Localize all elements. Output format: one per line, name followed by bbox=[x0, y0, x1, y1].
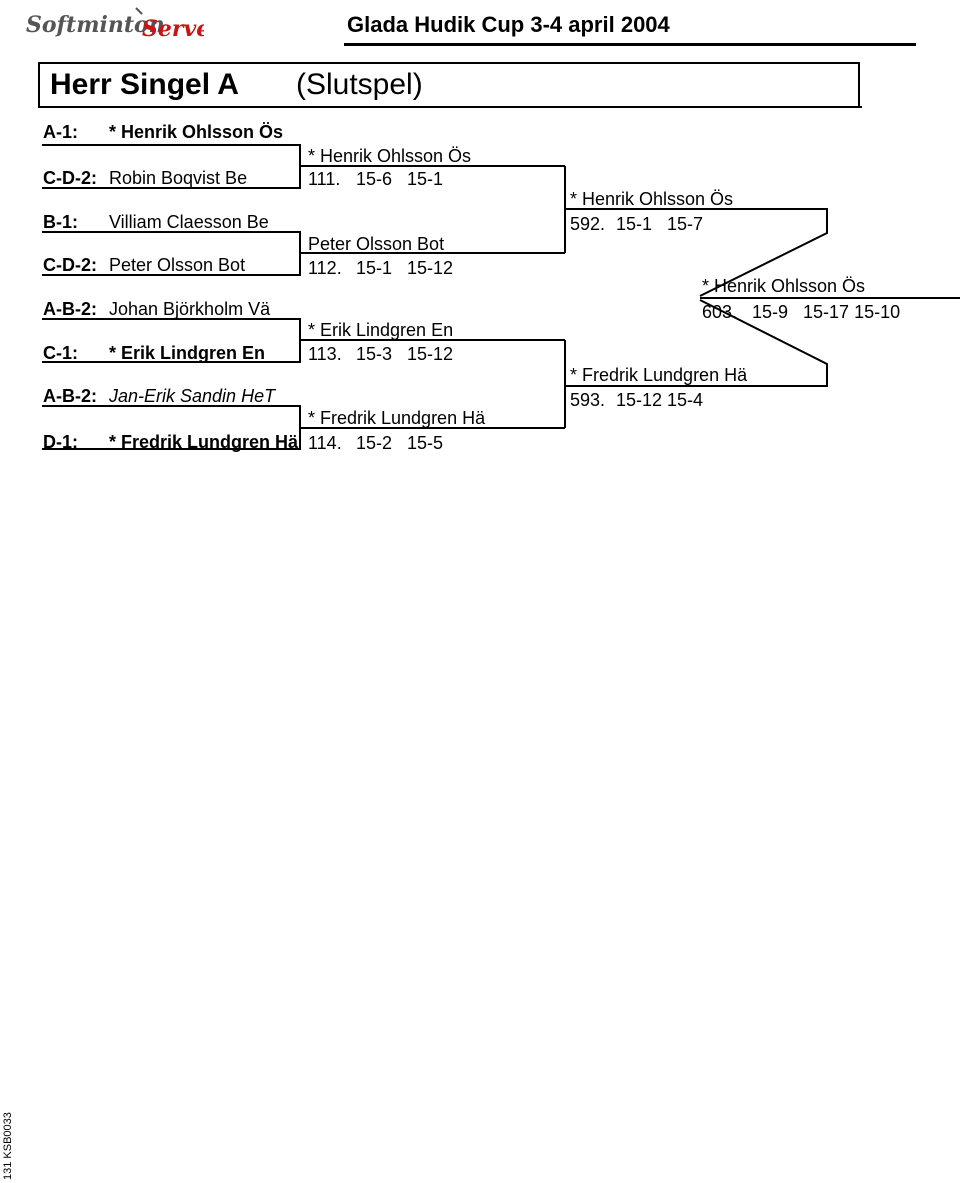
semifinal-winner: * Fredrik Lundgren Hä bbox=[570, 365, 748, 385]
player-name: Robin Boqvist Be bbox=[109, 168, 248, 188]
seed-label: A-1: bbox=[43, 122, 78, 142]
match-number: 592. bbox=[570, 214, 606, 234]
match-score: 15-1 15-7 bbox=[616, 214, 704, 234]
cup-title: Glada Hudik Cup 3-4 april 2004 bbox=[347, 12, 670, 37]
round1-winner: * Henrik Ohlsson Ös bbox=[308, 146, 472, 166]
final-winner: * Henrik Ohlsson Ös bbox=[702, 276, 866, 296]
player-name: * Henrik Ohlsson Ös bbox=[109, 122, 284, 142]
seed-label: A-B-2: bbox=[43, 386, 97, 406]
stage-title: (Slutspel) bbox=[296, 68, 423, 101]
svg-text:Softminton: Softminton bbox=[26, 12, 165, 38]
header-rule bbox=[344, 43, 916, 46]
footer-code: 131 KSB0033 bbox=[2, 1112, 14, 1180]
match-score: 15-6 15-1 bbox=[356, 169, 444, 189]
round1-winner: Peter Olsson Bot bbox=[308, 234, 445, 254]
semifinal-winner: * Henrik Ohlsson Ös bbox=[570, 189, 734, 209]
softminton-serve-logo: Softminton Serve bbox=[24, 2, 210, 46]
match-score: 15-1 15-12 bbox=[356, 258, 454, 278]
seed-label: C-1: bbox=[43, 343, 78, 363]
match-score: 15-3 15-12 bbox=[356, 344, 454, 364]
round1-winner: * Fredrik Lundgren Hä bbox=[308, 408, 486, 428]
seed-label: B-1: bbox=[43, 212, 78, 232]
match-score: 15-9 15-17 15-10 bbox=[752, 302, 901, 322]
match-number: 112. bbox=[308, 258, 342, 278]
match-score: 15-12 15-4 bbox=[616, 390, 704, 410]
seed-label: C-D-2: bbox=[43, 168, 97, 188]
svg-text:Serve: Serve bbox=[142, 16, 204, 42]
title-box-shadow bbox=[42, 106, 862, 108]
round1-winner: * Erik Lindgren En bbox=[308, 320, 454, 340]
match-number: 603. bbox=[702, 302, 738, 322]
match-score: 15-2 15-5 bbox=[356, 433, 444, 453]
match-number: 111. bbox=[308, 169, 341, 189]
player-name: Peter Olsson Bot bbox=[109, 255, 246, 275]
event-title: Herr Singel A bbox=[50, 68, 239, 101]
match-number: 114. bbox=[308, 433, 342, 453]
seed-label: D-1: bbox=[43, 432, 78, 452]
match-number: 593. bbox=[570, 390, 606, 410]
player-name: Villiam Claesson Be bbox=[109, 212, 269, 232]
player-name: Johan Björkholm Vä bbox=[109, 299, 271, 319]
match-number: 113. bbox=[308, 344, 342, 364]
player-name: * Fredrik Lundgren Hä bbox=[109, 432, 299, 452]
player-name: * Erik Lindgren En bbox=[109, 343, 266, 363]
seed-label: A-B-2: bbox=[43, 299, 97, 319]
player-name: Jan-Erik Sandin HeT bbox=[109, 386, 276, 406]
seed-label: C-D-2: bbox=[43, 255, 97, 275]
